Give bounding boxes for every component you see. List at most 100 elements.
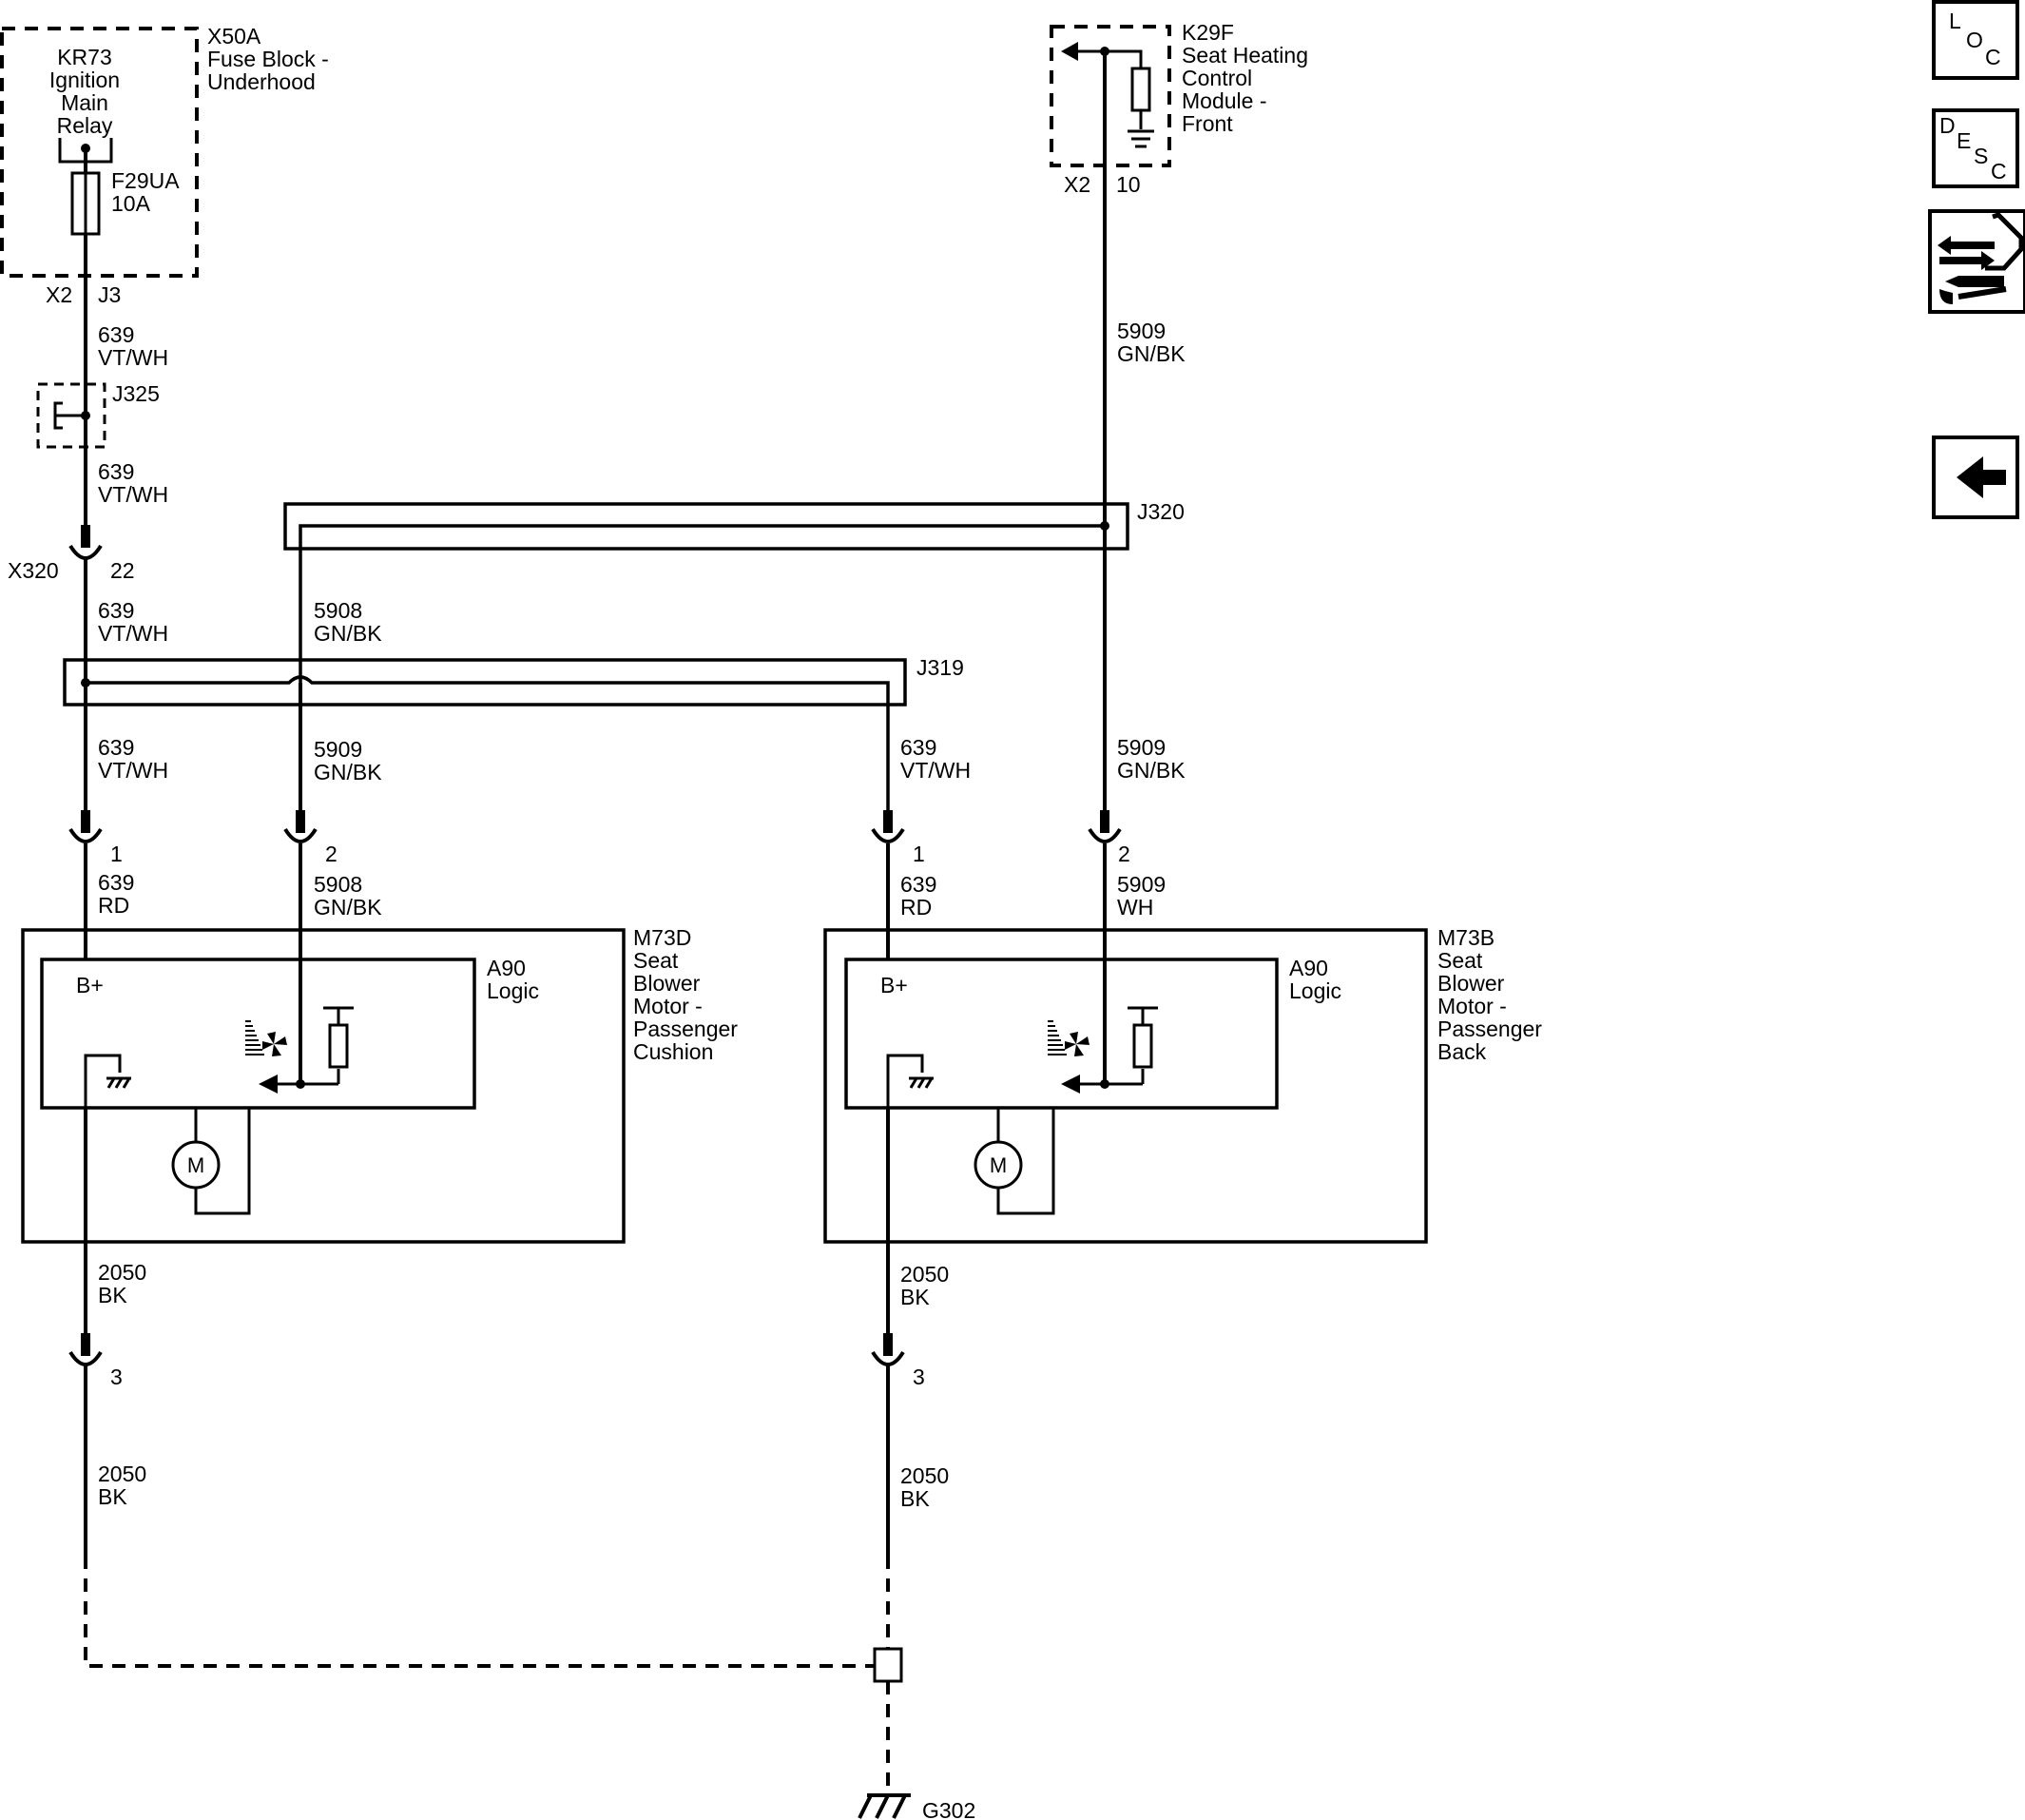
m73b-name-line4: Passenger bbox=[1437, 1016, 1542, 1041]
wire-2050-l1-num: 2050 bbox=[98, 1260, 146, 1285]
wire-639-left-lo-num: 639 bbox=[98, 735, 134, 760]
x50a-fuse-block-outline bbox=[0, 27, 199, 278]
pin-right-sig: 2 bbox=[1118, 842, 1130, 866]
m73b-a90-logic-box bbox=[844, 958, 1279, 1110]
description-button[interactable]: D E S C bbox=[1932, 108, 2019, 188]
m73d-name-line5: Cushion bbox=[633, 1039, 713, 1064]
wire-639-label-c-color: VT/WH bbox=[98, 621, 168, 646]
g302-hatch2 bbox=[875, 1794, 890, 1819]
g302-hatch3 bbox=[892, 1794, 907, 1819]
j325-node bbox=[81, 411, 90, 420]
m73d-logic-ground-lead bbox=[84, 1054, 122, 1108]
m73d-logic-ground-h1 bbox=[106, 1077, 116, 1089]
m73b-motor-label: M bbox=[990, 1153, 1007, 1177]
m73d-a90-line2: Logic bbox=[487, 978, 539, 1003]
m73d-resistor bbox=[328, 1023, 349, 1069]
x320-pin: 22 bbox=[110, 558, 135, 583]
m73d-ref: M73D bbox=[633, 925, 691, 950]
k29f-name-line2: Control bbox=[1182, 66, 1252, 90]
kr73-line1: KR73 bbox=[57, 45, 112, 69]
wire-5908-left-color: GN/BK bbox=[314, 895, 382, 920]
j320-bus bbox=[299, 524, 1105, 683]
m73d-bplus: B+ bbox=[76, 973, 104, 997]
g302-hatch1 bbox=[858, 1794, 873, 1819]
wire-639-right-lo-color: VT/WH bbox=[900, 758, 971, 783]
back-button[interactable] bbox=[1932, 436, 2019, 519]
desc-letter-e: E bbox=[1957, 128, 1971, 153]
wire-5908-left-num: 5908 bbox=[314, 872, 362, 897]
m73d-a90-logic-box bbox=[40, 958, 476, 1110]
m73b-bplus: B+ bbox=[880, 973, 908, 997]
wire-639-rd-right-color: RD bbox=[900, 895, 932, 920]
j319-splice-pack bbox=[63, 658, 907, 707]
connector-left-pin1 bbox=[68, 810, 103, 843]
k29f-connector: X2 bbox=[1064, 172, 1090, 197]
pin-right-gnd: 3 bbox=[913, 1365, 925, 1389]
m73d-name-line3: Motor - bbox=[633, 994, 703, 1018]
wire-639-label-b-num: 639 bbox=[98, 459, 134, 484]
x50a-connector: X2 bbox=[46, 282, 72, 307]
wire-639-label-a-color: VT/WH bbox=[98, 345, 168, 370]
k29f-resistor bbox=[1130, 67, 1151, 112]
desc-letter-s: S bbox=[1974, 144, 1988, 168]
wire-5908-mid-color: GN/BK bbox=[314, 621, 382, 646]
wire-639-rd-left-num: 639 bbox=[98, 870, 134, 895]
m73d-signal-node bbox=[296, 1079, 305, 1089]
pin-left-b: 1 bbox=[110, 842, 123, 866]
x50a-name-line2: Underhood bbox=[207, 69, 316, 94]
m73d-fan-speed-icon bbox=[245, 1020, 287, 1056]
m73b-logic-ground-h2 bbox=[916, 1077, 926, 1089]
back-arrow-icon bbox=[1957, 456, 2006, 498]
location-button[interactable]: L O C bbox=[1932, 0, 2019, 80]
m73b-name-line5: Back bbox=[1437, 1039, 1487, 1064]
wire-2050-l1-color: BK bbox=[98, 1283, 127, 1307]
wire-2050-r1-num: 2050 bbox=[900, 1262, 949, 1287]
k29f-pin: 10 bbox=[1116, 172, 1141, 197]
m73d-name-line4: Passenger bbox=[633, 1016, 738, 1041]
wire-639-label-a-num: 639 bbox=[98, 322, 134, 347]
m73d-motor-label: M bbox=[187, 1153, 204, 1177]
connector-repair-icon[interactable] bbox=[1928, 209, 2025, 314]
m73d-logic-ground-h2 bbox=[114, 1077, 124, 1089]
j320-label: J320 bbox=[1137, 499, 1185, 524]
pin-right-b: 1 bbox=[913, 842, 925, 866]
k29f-name-line3: Module - bbox=[1182, 88, 1266, 113]
j325-label: J325 bbox=[112, 381, 160, 406]
wire-5909-right-lo-color: GN/BK bbox=[1117, 758, 1186, 783]
m73b-signal-node bbox=[1100, 1079, 1109, 1089]
connector-left-pin2 bbox=[283, 810, 318, 843]
m73b-logic-ground-lead bbox=[886, 1054, 924, 1108]
connector-right-pin1 bbox=[871, 810, 905, 843]
connector-right-pin3 bbox=[871, 1333, 905, 1366]
wire-5909-left-lo-num: 5909 bbox=[314, 737, 362, 762]
m73b-name-line1: Seat bbox=[1437, 948, 1483, 973]
wire-5909-wh-right-num: 5909 bbox=[1117, 872, 1166, 897]
wire-2050-r2-color: BK bbox=[900, 1486, 930, 1511]
j320-node bbox=[1100, 521, 1109, 531]
loc-letter-c: C bbox=[1985, 45, 2001, 69]
m73b-module-outline bbox=[823, 928, 1428, 1244]
m73b-resistor bbox=[1132, 1023, 1153, 1069]
m73b-motor-loop bbox=[996, 1108, 1055, 1215]
wire-5909-wh-right-color: WH bbox=[1117, 895, 1153, 920]
k29f-name-line4: Front bbox=[1182, 111, 1233, 136]
wire-5909-left-lo-color: GN/BK bbox=[314, 760, 382, 784]
connector-right-pin2 bbox=[1088, 810, 1122, 843]
x50a-ref: X50A bbox=[207, 24, 261, 48]
wire-5908-mid-num: 5908 bbox=[314, 598, 362, 623]
g302-label: G302 bbox=[922, 1798, 975, 1820]
m73d-module-outline bbox=[21, 928, 626, 1244]
connector-left-pin3 bbox=[68, 1333, 103, 1366]
m73b-signal-arrow bbox=[1061, 1075, 1080, 1094]
j319-label: J319 bbox=[916, 655, 964, 680]
m73d-signal-arrow bbox=[259, 1075, 278, 1094]
wire-5909-right-lo-num: 5909 bbox=[1117, 735, 1166, 760]
desc-letter-d: D bbox=[1939, 113, 1956, 138]
kr73-line2: Ignition bbox=[49, 68, 120, 92]
loc-letter-o: O bbox=[1966, 28, 1983, 52]
m73d-name-line1: Seat bbox=[633, 948, 679, 973]
j320-splice-pack bbox=[283, 502, 1129, 551]
kr73-line3: Main bbox=[61, 90, 108, 115]
desc-letter-c: C bbox=[1991, 159, 2007, 184]
